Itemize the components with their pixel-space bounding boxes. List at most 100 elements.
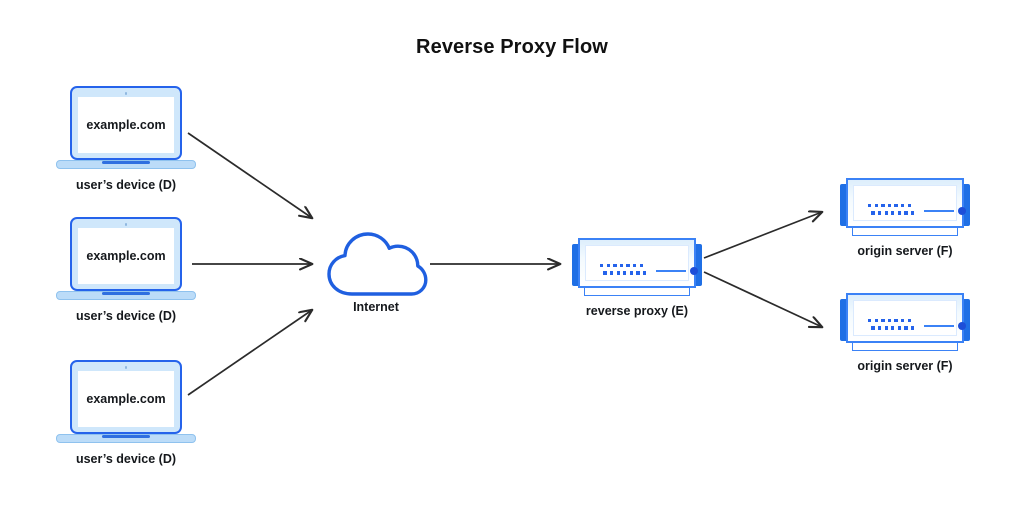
node-label-origin-1: origin server (F) — [857, 244, 953, 258]
server-base — [852, 228, 958, 236]
server-vent-dot — [910, 211, 915, 215]
server-chassis — [846, 293, 966, 343]
page-title: Reverse Proxy Flow — [416, 36, 608, 58]
server-vent-dots-icon — [868, 319, 916, 335]
server-vent-dot — [881, 319, 885, 323]
laptop-lid: example.com — [70, 217, 182, 291]
server-vent-dot — [910, 326, 915, 330]
server-vent-dots-icon — [868, 204, 916, 220]
laptop-screen: example.com — [78, 228, 174, 284]
server-vent-dot — [874, 319, 878, 323]
screen-url-text: example.com — [86, 249, 166, 263]
laptop-lid: example.com — [70, 360, 182, 434]
server-faceplate — [585, 245, 698, 281]
node-label-origin-2: origin server (F) — [857, 359, 953, 373]
server-vent-dot — [606, 264, 610, 268]
server-rack-ear-left — [840, 299, 849, 341]
server-rack-ear-left — [840, 184, 849, 226]
laptop-screen: example.com — [78, 97, 174, 153]
server-vent-dot — [897, 326, 902, 330]
server-vent-dot — [613, 264, 617, 268]
server-vent-dot — [616, 271, 620, 275]
server-vent-dot — [907, 204, 911, 208]
server-vent-dot — [884, 211, 888, 215]
server-vent-dot — [894, 204, 898, 208]
server-vent-dot — [639, 264, 643, 268]
server-vent-dot — [901, 204, 905, 208]
laptop-lid: example.com — [70, 86, 182, 160]
server-rack-ear-right — [693, 244, 702, 286]
edge-proxy-origin2 — [703, 271, 822, 327]
node-label-client-3: user’s device (D) — [75, 452, 177, 466]
node-label-internet: Internet — [353, 300, 399, 314]
server-vent-dot — [897, 211, 902, 215]
server-indicator-line — [924, 325, 954, 327]
server-vent-dot — [619, 264, 624, 268]
server-vent-dot — [874, 204, 878, 208]
server-vent-dot — [600, 264, 604, 268]
laptop-screen: example.com — [78, 371, 174, 427]
server-vent-dot — [623, 271, 627, 275]
node-client-1[interactable]: example.com user’s device (D) — [56, 86, 196, 192]
server-led-icon — [958, 322, 966, 330]
server-vent-dot — [884, 326, 888, 330]
node-internet[interactable]: Internet — [321, 228, 431, 314]
edge-proxy-origin1 — [703, 212, 822, 259]
server-vent-dot — [904, 211, 908, 215]
server-vent-dot — [633, 264, 637, 268]
server-vent-dot — [871, 211, 875, 215]
webcam-icon — [124, 223, 128, 226]
laptop-base — [56, 291, 196, 300]
node-label-reverse-proxy: reverse proxy (E) — [585, 304, 689, 318]
node-reverse-proxy[interactable]: reverse proxy (E) — [572, 238, 702, 318]
server-base — [584, 288, 690, 296]
server-vent-dot — [629, 271, 634, 275]
server-vent-dot — [877, 211, 882, 215]
server-rack-ear-left — [572, 244, 581, 286]
server-vent-dot — [904, 326, 908, 330]
server-led-icon — [958, 207, 966, 215]
server-vent-dot — [891, 211, 895, 215]
server-led-icon — [690, 267, 698, 275]
webcam-icon — [124, 92, 128, 95]
node-client-2[interactable]: example.com user’s device (D) — [56, 217, 196, 323]
server-rack-ear-right — [961, 299, 970, 341]
node-origin-1[interactable]: origin server (F) — [840, 178, 970, 258]
server-vent-dot — [626, 264, 630, 268]
laptop-trackpad-notch — [102, 292, 150, 295]
server-faceplate — [853, 185, 966, 221]
node-client-3[interactable]: example.com user’s device (D) — [56, 360, 196, 466]
server-vent-dot — [642, 271, 647, 275]
server-vent-dots-icon — [600, 264, 648, 280]
server-vent-dot — [877, 326, 882, 330]
node-origin-2[interactable]: origin server (F) — [840, 293, 970, 373]
server-base — [852, 343, 958, 351]
laptop-base — [56, 160, 196, 169]
server-vent-dot — [868, 204, 872, 208]
edge-client1-internet — [187, 132, 312, 218]
server-vent-dot — [894, 319, 898, 323]
server-vent-dot — [907, 319, 911, 323]
server-vent-dot — [887, 204, 892, 208]
server-vent-dot — [636, 271, 640, 275]
node-label-client-1: user’s device (D) — [75, 178, 177, 192]
server-indicator-line — [924, 210, 954, 212]
server-vent-dot — [609, 271, 614, 275]
screen-url-text: example.com — [86, 392, 166, 406]
server-rack-ear-right — [961, 184, 970, 226]
server-chassis — [846, 178, 966, 228]
cloud-icon — [327, 232, 428, 296]
server-vent-dot — [901, 319, 905, 323]
laptop-base — [56, 434, 196, 443]
screen-url-text: example.com — [86, 118, 166, 132]
server-vent-dot — [603, 271, 607, 275]
laptop-trackpad-notch — [102, 161, 150, 164]
server-vent-dot — [891, 326, 895, 330]
server-faceplate — [853, 300, 966, 336]
server-indicator-line — [656, 270, 686, 272]
webcam-icon — [124, 366, 128, 369]
server-chassis — [578, 238, 698, 288]
node-label-client-2: user’s device (D) — [75, 309, 177, 323]
